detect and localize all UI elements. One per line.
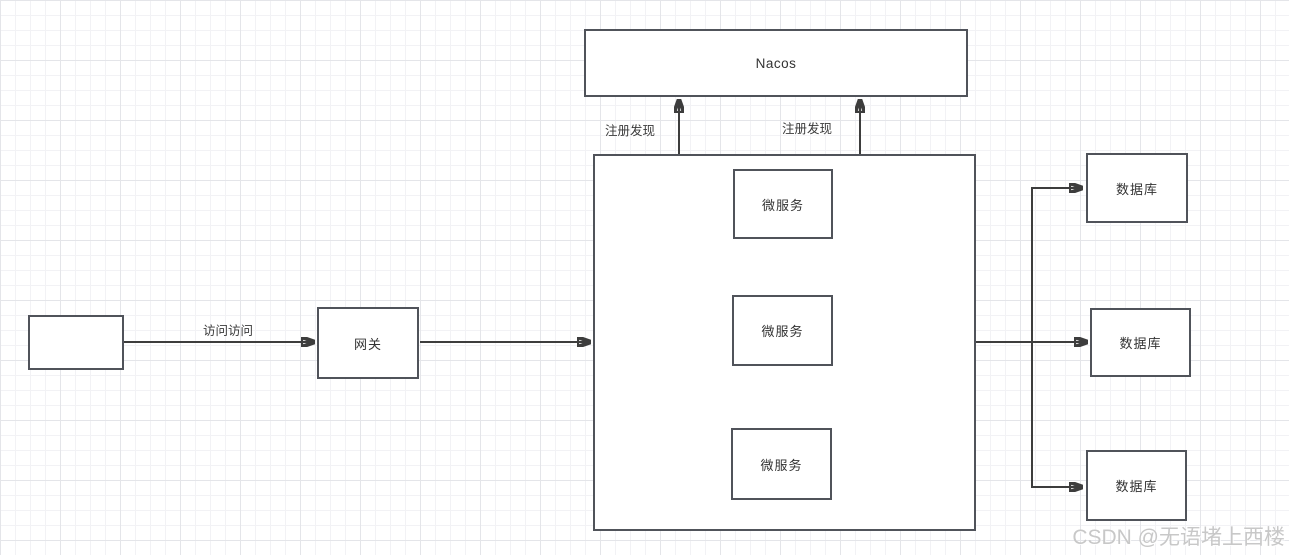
edge-label-client-to-gateway: 访问访问 xyxy=(203,324,254,338)
node-nacos-label: Nacos xyxy=(755,55,797,71)
node-database-1: 数据库 xyxy=(1086,153,1188,223)
node-microservice-3: 微服务 xyxy=(731,428,832,500)
node-client xyxy=(28,315,124,370)
node-microservice-3-label: 微服务 xyxy=(760,457,803,473)
node-database-2: 数据库 xyxy=(1090,308,1191,377)
csdn-watermark: CSDN @无语堵上西楼 xyxy=(1072,526,1285,549)
node-microservice-2-label: 微服务 xyxy=(761,324,804,339)
node-gateway: 网关 xyxy=(317,307,419,379)
node-database-1-label: 数据库 xyxy=(1115,181,1158,197)
edge-services-to-database-3 xyxy=(1031,342,1082,487)
node-microservice-2: 微服务 xyxy=(732,295,833,366)
node-microservice-1-label: 微服务 xyxy=(761,197,804,213)
node-nacos: Nacos xyxy=(584,29,968,97)
node-database-3-label: 数据库 xyxy=(1115,479,1158,494)
edge-label-register-discovery-right: 注册发现 xyxy=(782,122,833,136)
edge-services-to-database-1 xyxy=(1031,188,1082,342)
node-database-2-label: 数据库 xyxy=(1119,336,1162,351)
node-gateway-label: 网关 xyxy=(353,336,382,352)
edge-label-register-discovery-left: 注册发现 xyxy=(605,124,656,138)
node-microservice-1: 微服务 xyxy=(733,169,833,239)
node-database-3: 数据库 xyxy=(1086,450,1187,521)
